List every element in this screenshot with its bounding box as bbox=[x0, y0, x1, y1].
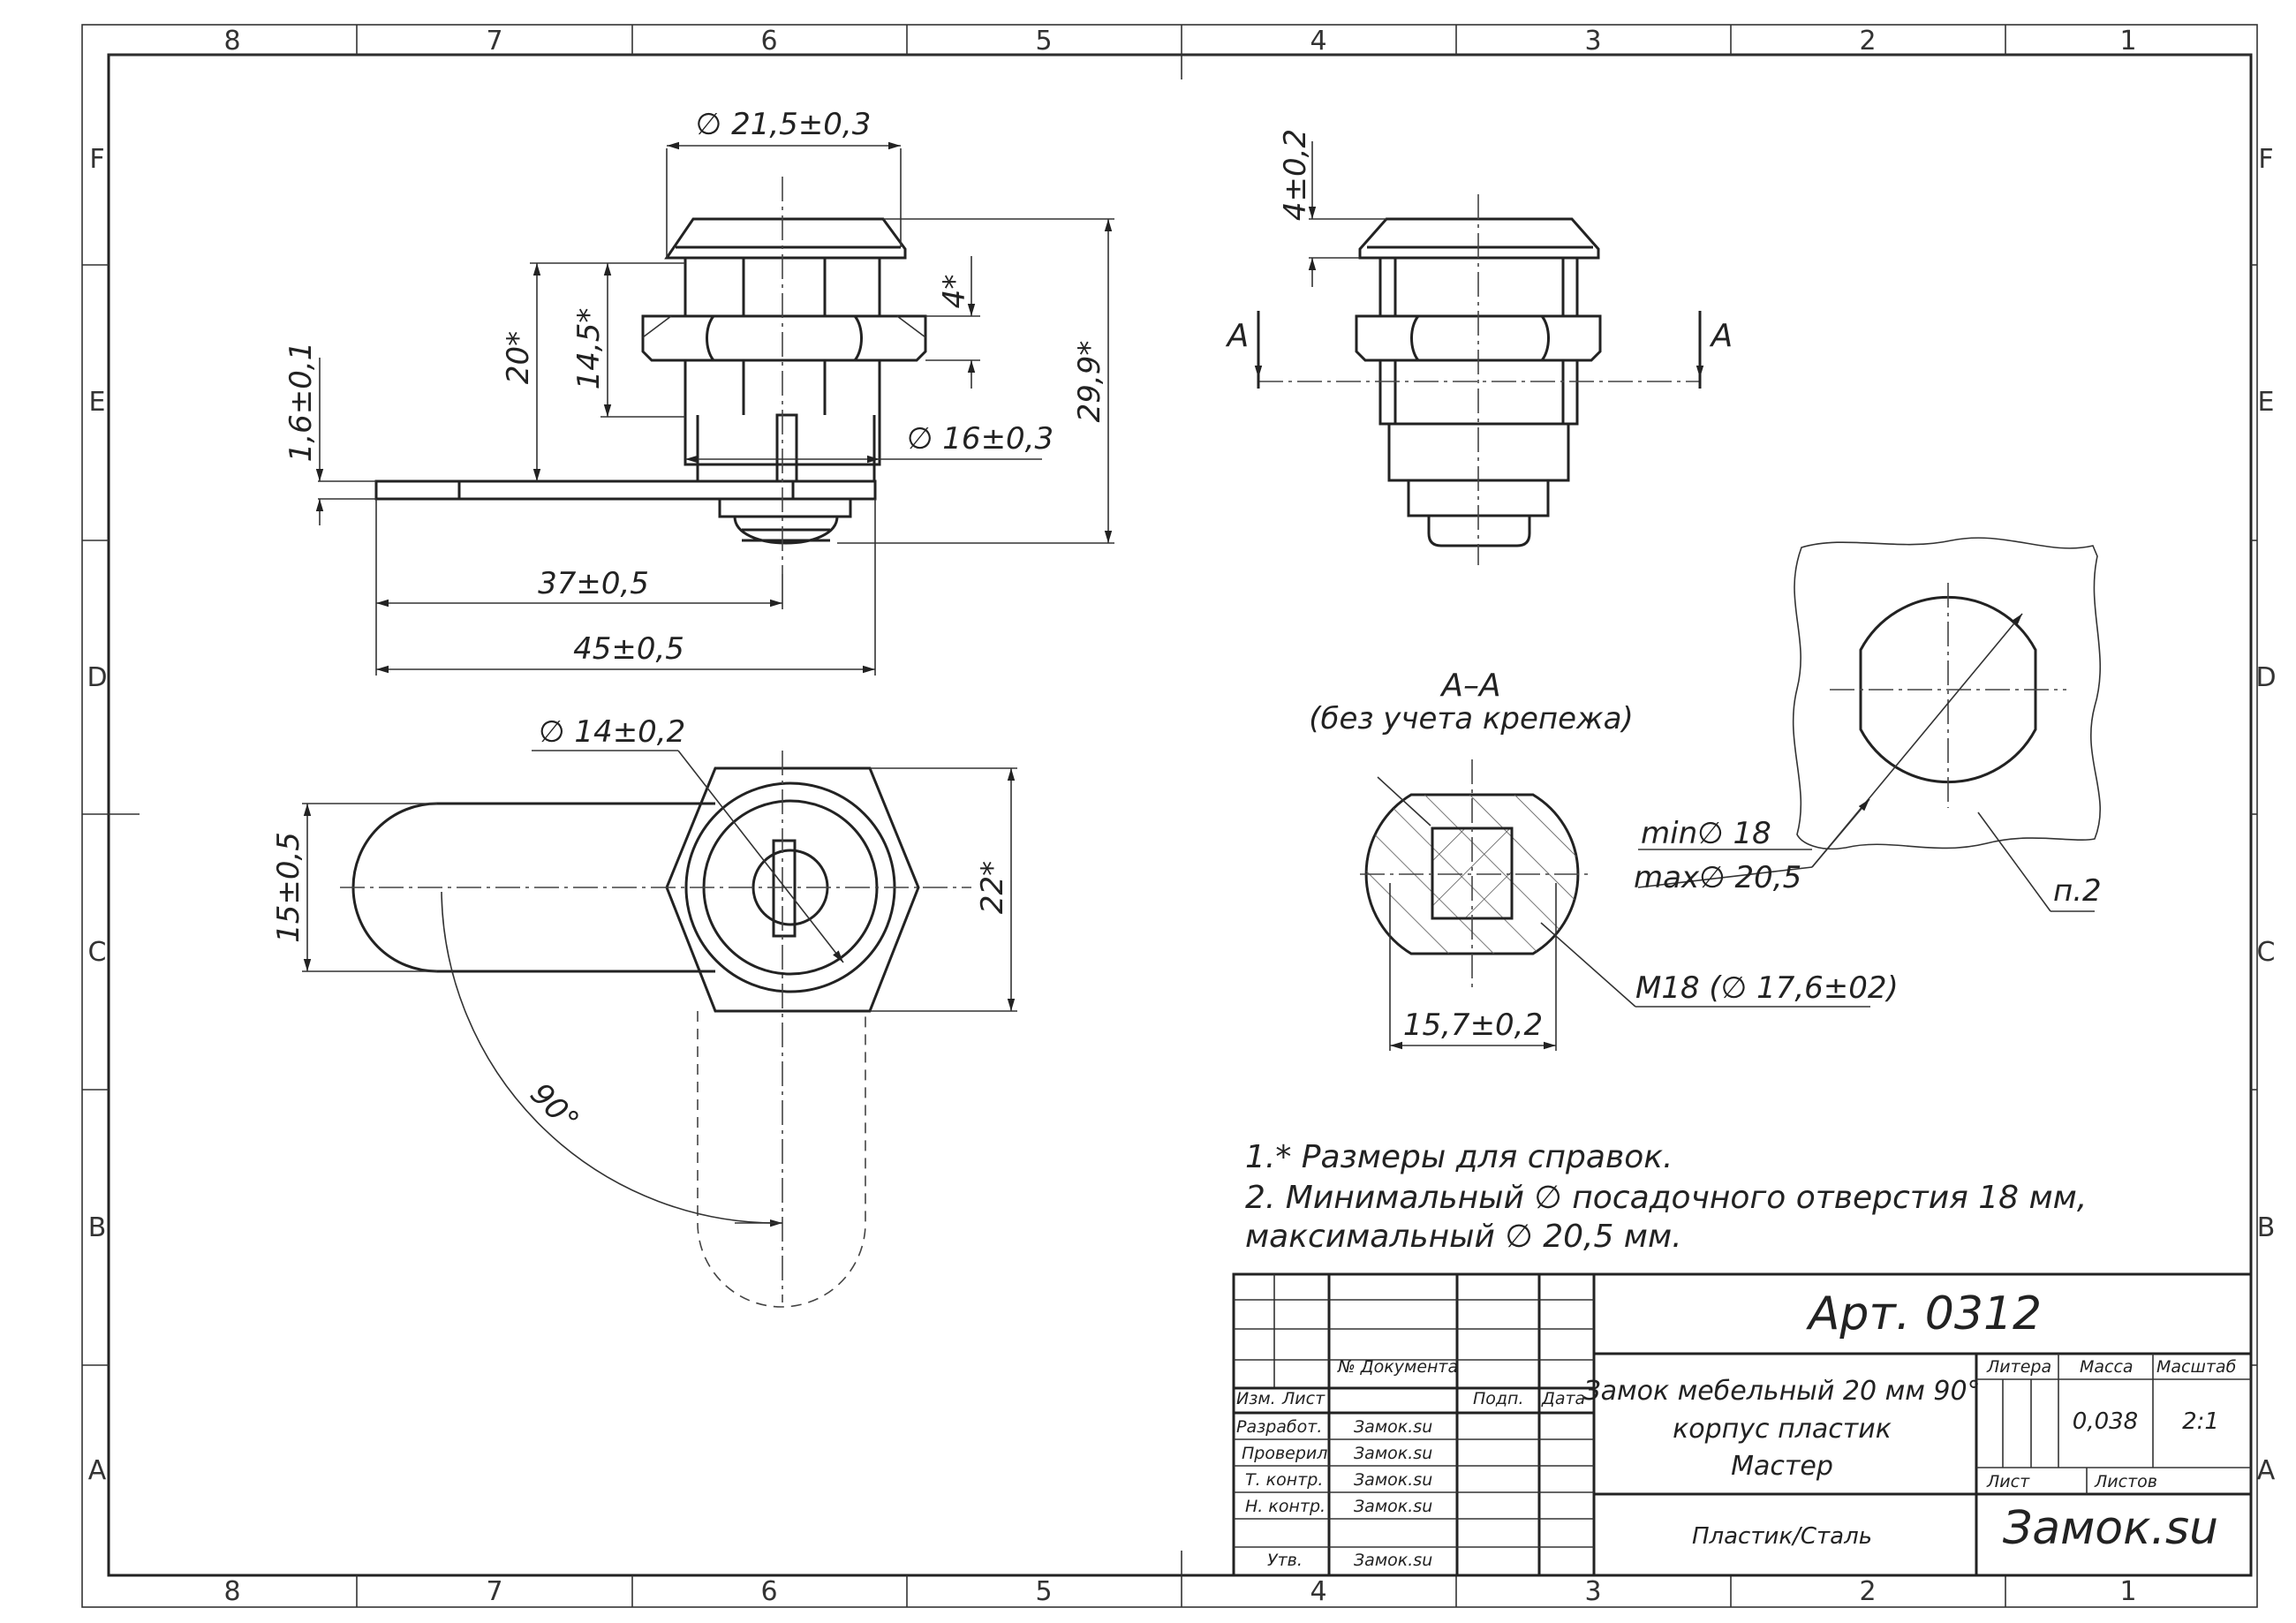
dim-thread: M18 (∅ 17,6±02) bbox=[1635, 970, 1899, 1006]
zone-col-6: 6 bbox=[760, 26, 777, 57]
tb-author-4: Замок.su bbox=[1354, 1497, 1432, 1516]
zone-row-f: F bbox=[2258, 144, 2273, 175]
tb-massa: Масса bbox=[2080, 1357, 2134, 1377]
tb-razrab: Разработ. bbox=[1236, 1417, 1322, 1437]
section-mark-left: A bbox=[1226, 318, 1250, 354]
tb-litera: Литера bbox=[1986, 1357, 2051, 1377]
dim-body-diameter: ∅ 16±0,3 bbox=[907, 421, 1054, 457]
dim-total-height: 29,9* bbox=[1072, 341, 1107, 423]
zone-row-c: C bbox=[88, 937, 107, 968]
dim-hex-22: 22* bbox=[975, 861, 1010, 914]
zone-row-b: B bbox=[88, 1212, 107, 1243]
tb-mass-value: 0,038 bbox=[2073, 1408, 2138, 1435]
tb-author-1: Замок.su bbox=[1354, 1417, 1432, 1437]
zone-row-f: F bbox=[89, 144, 104, 175]
zone-row-d: D bbox=[2255, 662, 2276, 693]
dim-min-hole: min∅ 18 bbox=[1641, 816, 1771, 851]
tb-izm: Изм. bbox=[1236, 1389, 1276, 1408]
dim-section-width: 15,7±0,2 bbox=[1403, 1008, 1543, 1043]
dim-angle: 90° bbox=[523, 1076, 585, 1139]
title-block: № Документа Изм. Лист Подп. Дата Разрабо… bbox=[1232, 1272, 2253, 1577]
zone-col-4: 4 bbox=[1310, 1576, 1326, 1607]
tb-listov: Листов bbox=[2094, 1472, 2157, 1491]
tb-company: Замок.su bbox=[2003, 1502, 2218, 1555]
tb-tkontr: Т. контр. bbox=[1245, 1470, 1323, 1490]
tb-author-3: Замок.su bbox=[1354, 1470, 1432, 1490]
zone-col-6: 6 bbox=[760, 1576, 777, 1607]
section-subtitle: (без учета крепежа) bbox=[1309, 701, 1634, 736]
dim-cylinder-diameter: ∅ 14±0,2 bbox=[539, 714, 685, 750]
notes: 1.* Размеры для справок. 2. Минимальный … bbox=[1245, 1139, 2087, 1255]
dim-14-5: 14,5* bbox=[571, 308, 607, 390]
tb-nkontr: Н. контр. bbox=[1245, 1497, 1325, 1516]
zone-row-c: C bbox=[2257, 937, 2276, 968]
zone-row-a: A bbox=[2257, 1455, 2276, 1486]
zone-col-8: 8 bbox=[223, 26, 240, 57]
zone-col-3: 3 bbox=[1584, 1576, 1601, 1607]
zone-col-2: 2 bbox=[1859, 26, 1876, 57]
tb-proveril: Проверил bbox=[1242, 1444, 1327, 1463]
tb-material: Пластик/Сталь bbox=[1692, 1523, 1872, 1550]
section-mark-right: A bbox=[1710, 318, 1733, 354]
zone-col-5: 5 bbox=[1035, 26, 1052, 57]
side-view: ∅ 21,5±0,3 4* 29,9* 20* 14,5* 1,6±0,1 ∅ … bbox=[283, 107, 1114, 676]
dim-top-4: 4±0,2 bbox=[1278, 129, 1313, 221]
zone-col-3: 3 bbox=[1584, 26, 1601, 57]
zone-row-a: A bbox=[88, 1455, 107, 1486]
zone-row-d: D bbox=[87, 662, 107, 693]
zone-col-1: 1 bbox=[2119, 26, 2136, 57]
zone-row-b: B bbox=[2257, 1212, 2276, 1243]
tb-author-2: Замок.su bbox=[1354, 1444, 1432, 1463]
dim-length-37: 37±0,5 bbox=[538, 566, 649, 601]
zone-col-1: 1 bbox=[2119, 1576, 2136, 1607]
dim-cam-width: 15±0,5 bbox=[271, 832, 306, 943]
dim-head-diameter: ∅ 21,5±0,3 bbox=[696, 107, 872, 142]
tb-masshtab: Масштаб bbox=[2156, 1357, 2237, 1377]
ref-p2: п.2 bbox=[2053, 873, 2102, 909]
tb-name-3: Мастер bbox=[1731, 1451, 1833, 1482]
zone-col-8: 8 bbox=[223, 1576, 240, 1607]
note-3: максимальный ∅ 20,5 мм. bbox=[1245, 1219, 1682, 1255]
front-view: A A 4±0,2 bbox=[1226, 129, 1733, 565]
tb-name-1: Замок мебельный 20 мм 90° bbox=[1583, 1376, 1980, 1407]
tb-doc-no: № Документа bbox=[1337, 1357, 1458, 1377]
zone-labels-bottom: 8 7 6 5 4 3 2 1 bbox=[223, 1576, 2136, 1607]
tb-author-5: Замок.su bbox=[1354, 1551, 1432, 1570]
dim-cam-thickness: 1,6±0,1 bbox=[283, 342, 319, 463]
tb-scale-value: 2:1 bbox=[2182, 1408, 2219, 1435]
section-view: A–A (без учета крепежа) 15,7±0,2 M18 (∅ … bbox=[1309, 668, 1899, 1051]
dim-nut-height: 4* bbox=[937, 275, 972, 309]
section-title: A–A bbox=[1439, 668, 1500, 704]
zone-col-2: 2 bbox=[1859, 1576, 1876, 1607]
zone-col-4: 4 bbox=[1310, 26, 1326, 57]
dim-length-45: 45±0,5 bbox=[573, 631, 684, 667]
zone-col-7: 7 bbox=[486, 26, 502, 57]
top-view: 90° 15±0,5 22* ∅ 14±0,2 bbox=[271, 714, 1017, 1308]
note-1: 1.* Размеры для справок. bbox=[1245, 1139, 1673, 1175]
tb-utv: Утв. bbox=[1267, 1551, 1303, 1570]
zone-row-e: E bbox=[89, 387, 106, 418]
tb-name-2: корпус пластик bbox=[1673, 1414, 1892, 1445]
tb-podp: Подп. bbox=[1473, 1389, 1524, 1408]
zone-labels-right: F E D C B A bbox=[2255, 144, 2276, 1486]
dim-20: 20* bbox=[501, 331, 536, 384]
dim-max-hole: max∅ 20,5 bbox=[1634, 860, 1801, 895]
hole-detail: min∅ 18 max∅ 20,5 п.2 bbox=[1634, 537, 2102, 912]
zone-col-7: 7 bbox=[486, 1576, 502, 1607]
zone-labels-top: 8 7 6 5 4 3 2 1 bbox=[223, 26, 2136, 57]
drawing-frame bbox=[81, 24, 2258, 1608]
tb-data: Дата bbox=[1541, 1389, 1585, 1408]
zone-row-e: E bbox=[2258, 387, 2275, 418]
zone-labels-left: F E D C B A bbox=[87, 144, 107, 1486]
note-2: 2. Минимальный ∅ посадочного отверстия 1… bbox=[1245, 1180, 2087, 1216]
tb-list-2: Лист bbox=[1986, 1472, 2030, 1491]
tb-list: Лист bbox=[1281, 1389, 1325, 1408]
zone-col-5: 5 bbox=[1035, 1576, 1052, 1607]
tb-article: Арт. 0312 bbox=[1806, 1287, 2042, 1340]
